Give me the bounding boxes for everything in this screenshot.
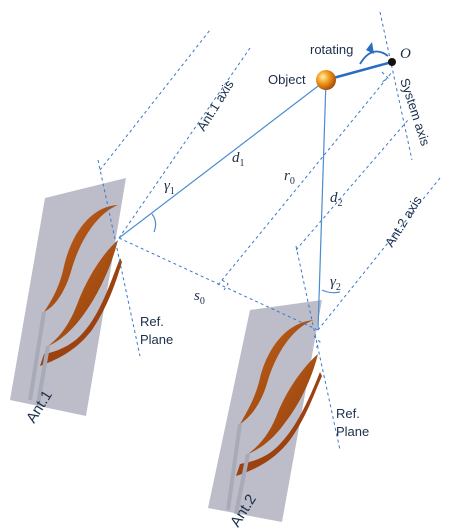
solid-lines	[118, 42, 393, 331]
r0-label: r0	[284, 168, 295, 187]
d2-label: d2	[330, 190, 343, 209]
object-label: Object	[268, 72, 306, 87]
dashed-lines	[97, 11, 441, 451]
gamma2-label: γ2	[330, 274, 341, 293]
gamma2-arc	[321, 289, 341, 294]
ref-plane-2-label-2: Plane	[336, 424, 369, 439]
right-angle-ant2	[313, 335, 321, 349]
origin-point	[388, 58, 396, 66]
antenna-2-plate	[208, 300, 322, 522]
object-to-origin-line	[325, 60, 393, 82]
antenna-1-graphic	[10, 178, 126, 416]
rotation-arrow-head	[366, 42, 374, 54]
d2-line	[317, 79, 327, 331]
ant2-axis-label: Ant.2 axis	[382, 193, 425, 250]
antenna-1-right-fin	[48, 240, 118, 346]
system-axis-line	[379, 11, 413, 161]
gamma1-arc	[151, 213, 157, 233]
antenna-1-left-fin	[44, 205, 118, 312]
ant1-axis-label: Ant.1 axis	[194, 77, 237, 134]
antenna-1-plate	[10, 178, 126, 416]
rotating-label: rotating	[310, 42, 353, 57]
antenna-2-left-fin	[240, 320, 314, 424]
ant1-axis-line	[118, 47, 251, 239]
antenna-2-graphic	[208, 300, 322, 522]
s0-line	[118, 237, 319, 331]
ref-plane-2-label: Ref.	[336, 406, 360, 421]
ant1-axis-bound	[99, 29, 211, 171]
d1-line	[118, 79, 327, 239]
s0-label: s0	[194, 288, 205, 307]
origin-label: O	[400, 46, 411, 62]
right-angle-origin	[381, 71, 389, 83]
ant2-axis-bound	[295, 119, 409, 251]
object-sphere	[316, 70, 336, 90]
system-axis-label: System axis	[397, 76, 433, 148]
d1-label: d1	[232, 150, 245, 169]
antenna-2-feed	[226, 423, 250, 515]
ant2-axis-line	[317, 177, 441, 331]
rotation-arrow	[359, 50, 389, 65]
r0-line	[217, 71, 393, 286]
ref-plane-2	[295, 245, 341, 451]
antenna-2-right-fin	[248, 354, 318, 454]
ref-plane-1-label: Ref.	[140, 314, 164, 329]
gamma1-label: γ1	[164, 178, 175, 197]
antenna-1-feed	[28, 311, 50, 405]
right-angle-s0	[221, 279, 229, 291]
ref-plane-1-label-2: Plane	[140, 332, 173, 347]
